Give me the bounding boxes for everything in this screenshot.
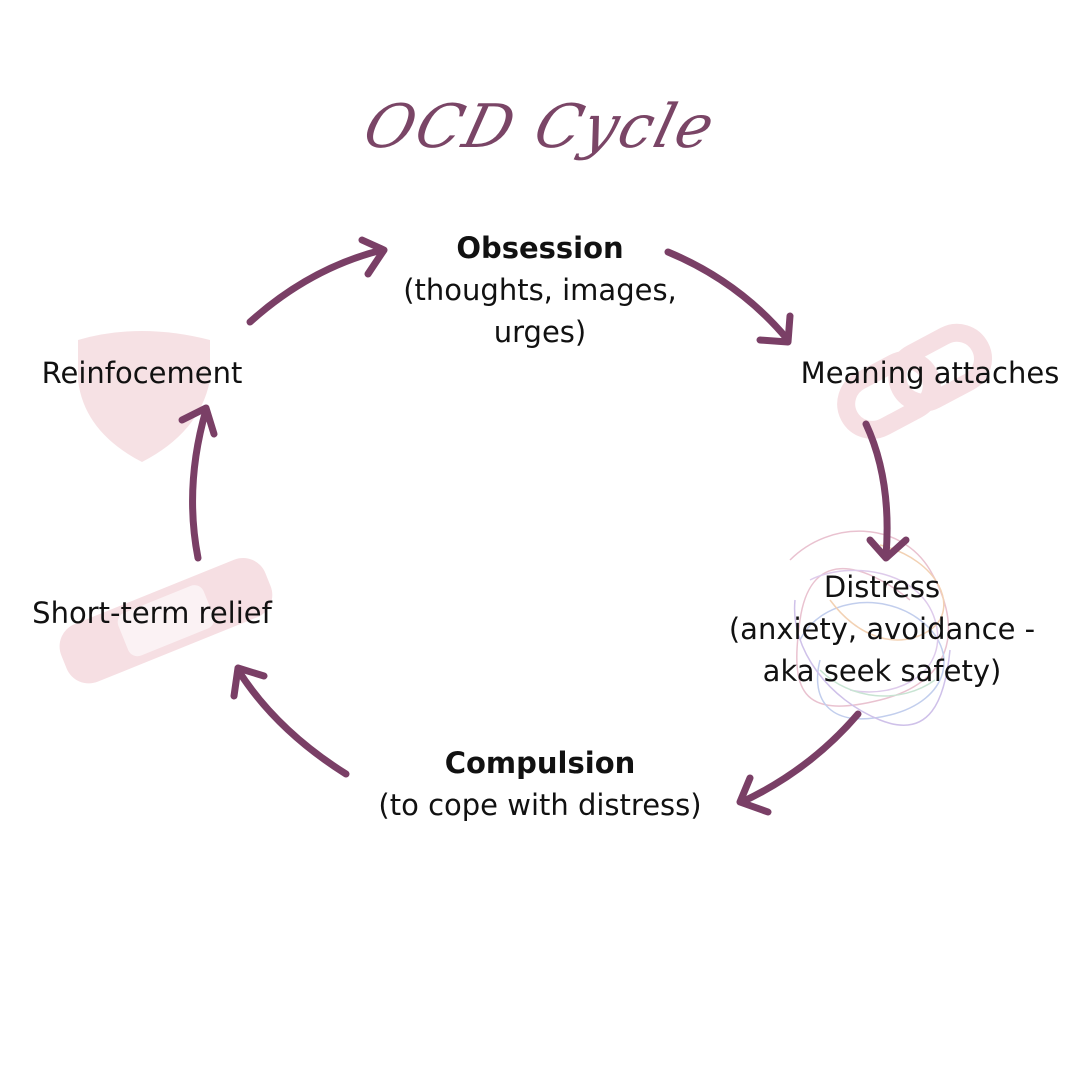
- arrow-relief-to-reinforcement: [178, 404, 218, 562]
- reinforcement-label: Reinfocement: [41, 356, 243, 390]
- obsession-detail-line-2: urges): [493, 315, 587, 349]
- tangled-scribble-icon: [789, 530, 951, 726]
- distress-heading: Distress: [823, 570, 941, 604]
- arrow-reinforcement-to-obsession-head: [358, 236, 388, 278]
- node-obsession: Obsession (thoughts, images, urges): [370, 227, 710, 353]
- distress-detail-line-1: (anxiety, avoidance -: [728, 612, 1036, 646]
- compulsion-heading: Compulsion: [444, 746, 636, 780]
- distress-detail-line-2: aka seek safety): [762, 654, 1002, 688]
- node-distress: Distress (anxiety, avoidance - aka seek …: [702, 566, 1062, 692]
- obsession-heading: Obsession: [456, 231, 624, 265]
- arrow-relief-to-reinforcement-shaft: [189, 406, 210, 562]
- arrow-reinforcement-to-obsession-shaft: [246, 246, 386, 326]
- arrow-obsession-to-meaning-head: [756, 312, 794, 346]
- arrow-meaning-to-distress-shaft: [862, 420, 891, 560]
- arrow-distress-to-compulsion-head: [736, 774, 772, 816]
- bandage-icon: [59, 557, 273, 684]
- shield-icon: [78, 331, 210, 462]
- arrow-obsession-to-meaning-shaft: [664, 248, 792, 344]
- arrow-relief-to-reinforcement-head: [178, 404, 218, 438]
- arrow-meaning-to-distress-head: [866, 536, 910, 562]
- compulsion-detail-line-1: (to cope with distress): [378, 788, 702, 822]
- node-meaning-attaches: Meaning attaches: [780, 352, 1080, 394]
- node-short-term-relief: Short-term relief: [4, 592, 300, 634]
- arrow-compulsion-to-relief-shaft: [234, 666, 350, 778]
- arrow-reinforcement-to-obsession: [246, 236, 388, 326]
- arrow-compulsion-to-relief-head: [230, 664, 268, 700]
- node-reinforcement: Reinfocement: [12, 352, 272, 394]
- node-compulsion: Compulsion (to cope with distress): [340, 742, 740, 826]
- chain-link-icon: [837, 323, 992, 439]
- relief-label: Short-term relief: [32, 596, 272, 630]
- arrow-distress-to-compulsion: [736, 710, 862, 816]
- arrow-compulsion-to-relief: [230, 664, 350, 778]
- obsession-detail-line-1: (thoughts, images,: [403, 273, 677, 307]
- diagram-title: OCD Cycle: [357, 92, 723, 162]
- arrow-meaning-to-distress: [862, 420, 910, 562]
- arrow-obsession-to-meaning: [664, 248, 794, 346]
- meaning-label: Meaning attaches: [800, 356, 1060, 390]
- arrow-distress-to-compulsion-shaft: [738, 710, 862, 806]
